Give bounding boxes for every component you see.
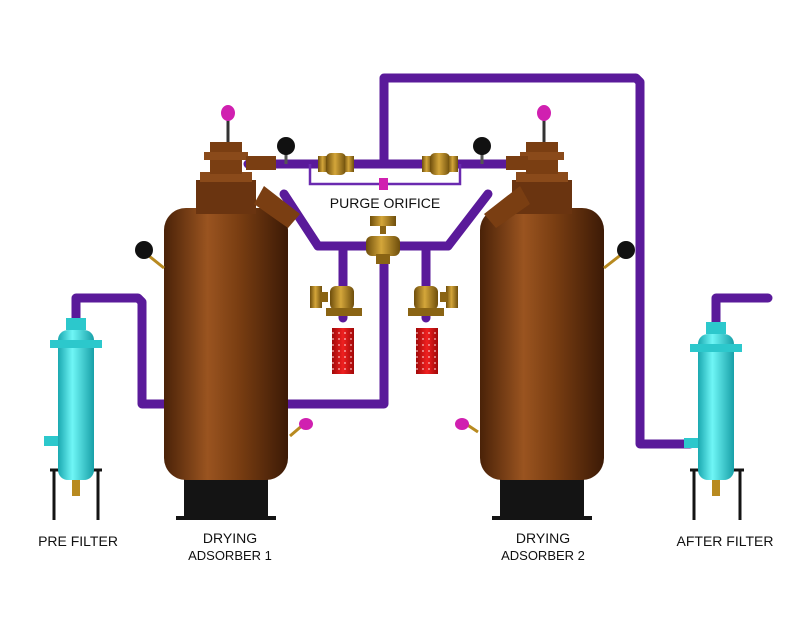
adsorber-2-label-top: DRYING bbox=[515, 530, 571, 546]
pre-filter-label: PRE FILTER bbox=[38, 533, 118, 549]
adsorber-1-base bbox=[184, 478, 268, 518]
outlet-loop-pipe bbox=[379, 73, 695, 449]
check-valve-left bbox=[318, 153, 354, 175]
adsorber-1 bbox=[135, 105, 313, 520]
elbow-right bbox=[443, 189, 493, 251]
after-filter-outlet-pipe bbox=[711, 293, 773, 327]
after-filter bbox=[684, 322, 744, 520]
piping bbox=[71, 73, 773, 449]
after-filter-label: AFTER FILTER bbox=[676, 533, 774, 549]
pre-filter bbox=[44, 318, 102, 520]
adsorber-1-label-top: DRYING bbox=[202, 530, 258, 546]
pressure-gauge-icon bbox=[277, 137, 295, 155]
purge-orifice bbox=[379, 178, 388, 190]
safety-valve-icon bbox=[221, 105, 235, 121]
ball-valve-icon bbox=[310, 286, 362, 316]
silencer-icon bbox=[416, 328, 438, 374]
adsorber-2 bbox=[455, 105, 635, 520]
check-valve-right bbox=[422, 153, 458, 175]
inlet-pipe bbox=[71, 255, 389, 409]
adsorber-2-label-bottom: ADSORBER 2 bbox=[501, 548, 585, 563]
safety-valve-icon bbox=[537, 105, 551, 121]
pressure-gauge-icon bbox=[617, 241, 635, 259]
pressure-gauge-icon bbox=[135, 241, 153, 259]
adsorber-1-label-bottom: ADSORBER 1 bbox=[188, 548, 272, 563]
elbow-left bbox=[279, 189, 323, 251]
silencer-icon bbox=[332, 328, 354, 374]
inlet-switch-valve bbox=[366, 216, 400, 264]
pressure-gauge-icon bbox=[473, 137, 491, 155]
purge-orifice-label: PURGE ORIFICE bbox=[329, 195, 441, 211]
ball-valve-icon bbox=[408, 286, 458, 316]
adsorber-2-base bbox=[500, 478, 584, 518]
